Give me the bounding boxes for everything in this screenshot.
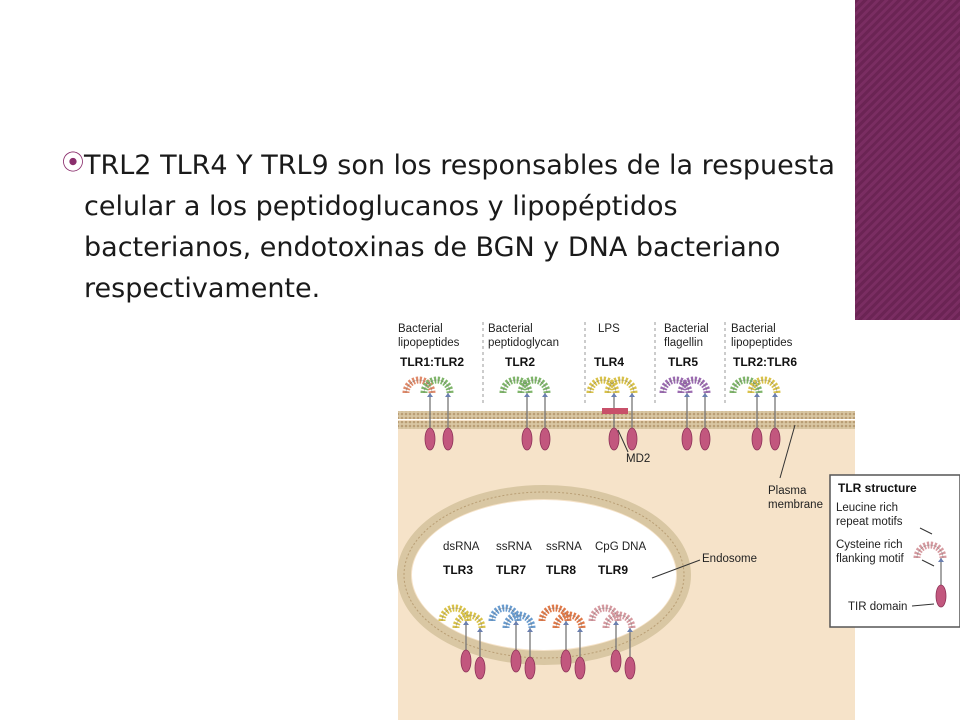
- ligand-label: ssRNA: [546, 541, 582, 553]
- tir-domain: [510, 649, 522, 673]
- endosomal-receptors: [438, 604, 636, 680]
- legend-receptor: [913, 541, 947, 608]
- endosome-lumen: [412, 500, 676, 650]
- tir-domain: [524, 656, 536, 680]
- tlr-receptor: [586, 376, 620, 451]
- md2-label: MD2: [626, 453, 650, 465]
- tlr-receptor: [420, 376, 454, 451]
- ligand-label: peptidoglycan: [488, 337, 559, 349]
- bullet-item: ⦿ TRL2 TLR4 Y TRL9 son los responsables …: [62, 145, 842, 309]
- receptor-label: TLR5: [668, 355, 698, 369]
- tlr-receptor: [604, 376, 638, 451]
- plasma-membrane-label: Plasma: [768, 485, 807, 497]
- receptor-label: TLR2: [505, 355, 535, 369]
- tir-domain: [610, 649, 622, 673]
- tir-domain: [699, 427, 711, 451]
- receptor-label: TLR2:TLR6: [733, 355, 797, 369]
- legend-item: repeat motifs: [836, 516, 903, 528]
- tlr-receptor: [499, 376, 533, 451]
- tlr-receptor: [659, 376, 693, 451]
- tlr-receptor: [502, 611, 536, 680]
- legend-item: flanking motif: [836, 553, 905, 565]
- ligand-label: flagellin: [664, 337, 703, 349]
- tir-domain: [608, 427, 620, 451]
- ligand-label: LPS: [598, 323, 620, 335]
- surface-receptors: [402, 376, 781, 451]
- tir-domain: [751, 427, 763, 451]
- slide-text: TRL2 TLR4 Y TRL9 son los responsables de…: [84, 150, 835, 304]
- decorative-side-bar: [855, 0, 960, 320]
- tir-domain: [624, 656, 636, 680]
- tir-domain: [460, 649, 472, 673]
- endosomal-labels: dsRNA TLR3 ssRNA TLR7 ssRNA TLR8 CpG DNA…: [443, 541, 646, 577]
- tlr-receptor: [402, 376, 436, 451]
- tlr-receptor: [552, 611, 586, 680]
- tir-domain: [560, 649, 572, 673]
- md2-pointer: [617, 429, 629, 453]
- tlr-receptor: [517, 376, 551, 451]
- receptor-label: TLR9: [598, 563, 628, 577]
- tir-domain: [626, 427, 638, 451]
- ligand-label: Bacterial: [488, 323, 533, 335]
- legend-item: Leucine rich: [836, 502, 898, 514]
- tir-domain: [474, 656, 486, 680]
- receptor-label: TLR3: [443, 563, 473, 577]
- receptor-label: TLR8: [546, 563, 576, 577]
- tlr-receptor: [913, 541, 947, 608]
- surface-labels: Bacterial lipopeptides TLR1:TLR2 Bacteri…: [398, 323, 797, 369]
- tir-domain: [539, 427, 551, 451]
- legend-item: Cysteine rich: [836, 539, 902, 551]
- legend-item: TIR domain: [848, 601, 907, 613]
- endosome-label: Endosome: [702, 553, 757, 565]
- ligand-label: CpG DNA: [595, 541, 646, 553]
- tir-domain: [424, 427, 436, 451]
- plasma-membrane-inner: [398, 421, 855, 429]
- md2-protein: [602, 408, 628, 414]
- tir-domain: [935, 584, 947, 608]
- tlr-receptor: [747, 376, 781, 451]
- receptor-label: TLR4: [594, 355, 624, 369]
- tlr-receptor: [729, 376, 763, 451]
- ligand-label: Bacterial: [398, 323, 443, 335]
- endosome-pointer: [651, 559, 701, 579]
- ligand-label: lipopeptides: [731, 337, 793, 349]
- receptor-label: TLR7: [496, 563, 526, 577]
- plasma-membrane-pointer: [779, 424, 796, 479]
- legend-title: TLR structure: [838, 481, 917, 495]
- ligand-label: Bacterial: [731, 323, 776, 335]
- plasma-membrane-outer: [398, 411, 855, 419]
- tlr-receptor: [452, 611, 486, 680]
- plasma-membrane-label: membrane: [768, 499, 823, 511]
- tlr-receptor: [677, 376, 711, 451]
- tir-domain: [769, 427, 781, 451]
- target-bullet-icon: ⦿: [62, 151, 85, 176]
- ligand-label: Bacterial: [664, 323, 709, 335]
- tir-domain: [521, 427, 533, 451]
- ligand-label: lipopeptides: [398, 337, 460, 349]
- tir-domain: [442, 427, 454, 451]
- tlr-receptor: [602, 611, 636, 680]
- receptor-label: TLR1:TLR2: [400, 355, 464, 369]
- tir-domain: [574, 656, 586, 680]
- ligand-label: dsRNA: [443, 541, 480, 553]
- tir-domain: [681, 427, 693, 451]
- ligand-label: ssRNA: [496, 541, 532, 553]
